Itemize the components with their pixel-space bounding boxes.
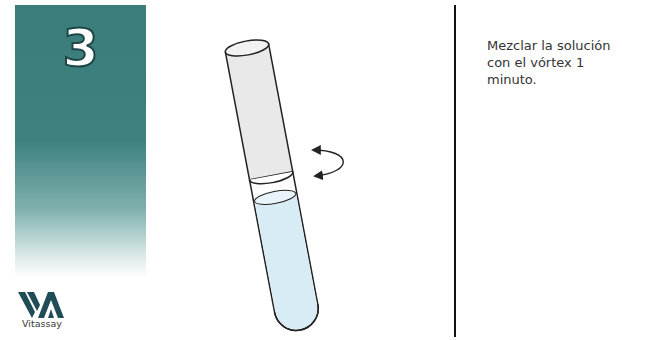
- test-tube: [224, 37, 322, 334]
- logo-text: Vitassay: [10, 318, 74, 330]
- instruction-text: Mezclar la solución con el vórtex 1 minu…: [487, 38, 637, 89]
- divider-line: [454, 5, 456, 337]
- step-number: 3: [15, 19, 146, 79]
- step-band: 3: [15, 5, 146, 277]
- rotation-arrow: [313, 150, 343, 176]
- logo-mark: [18, 292, 64, 318]
